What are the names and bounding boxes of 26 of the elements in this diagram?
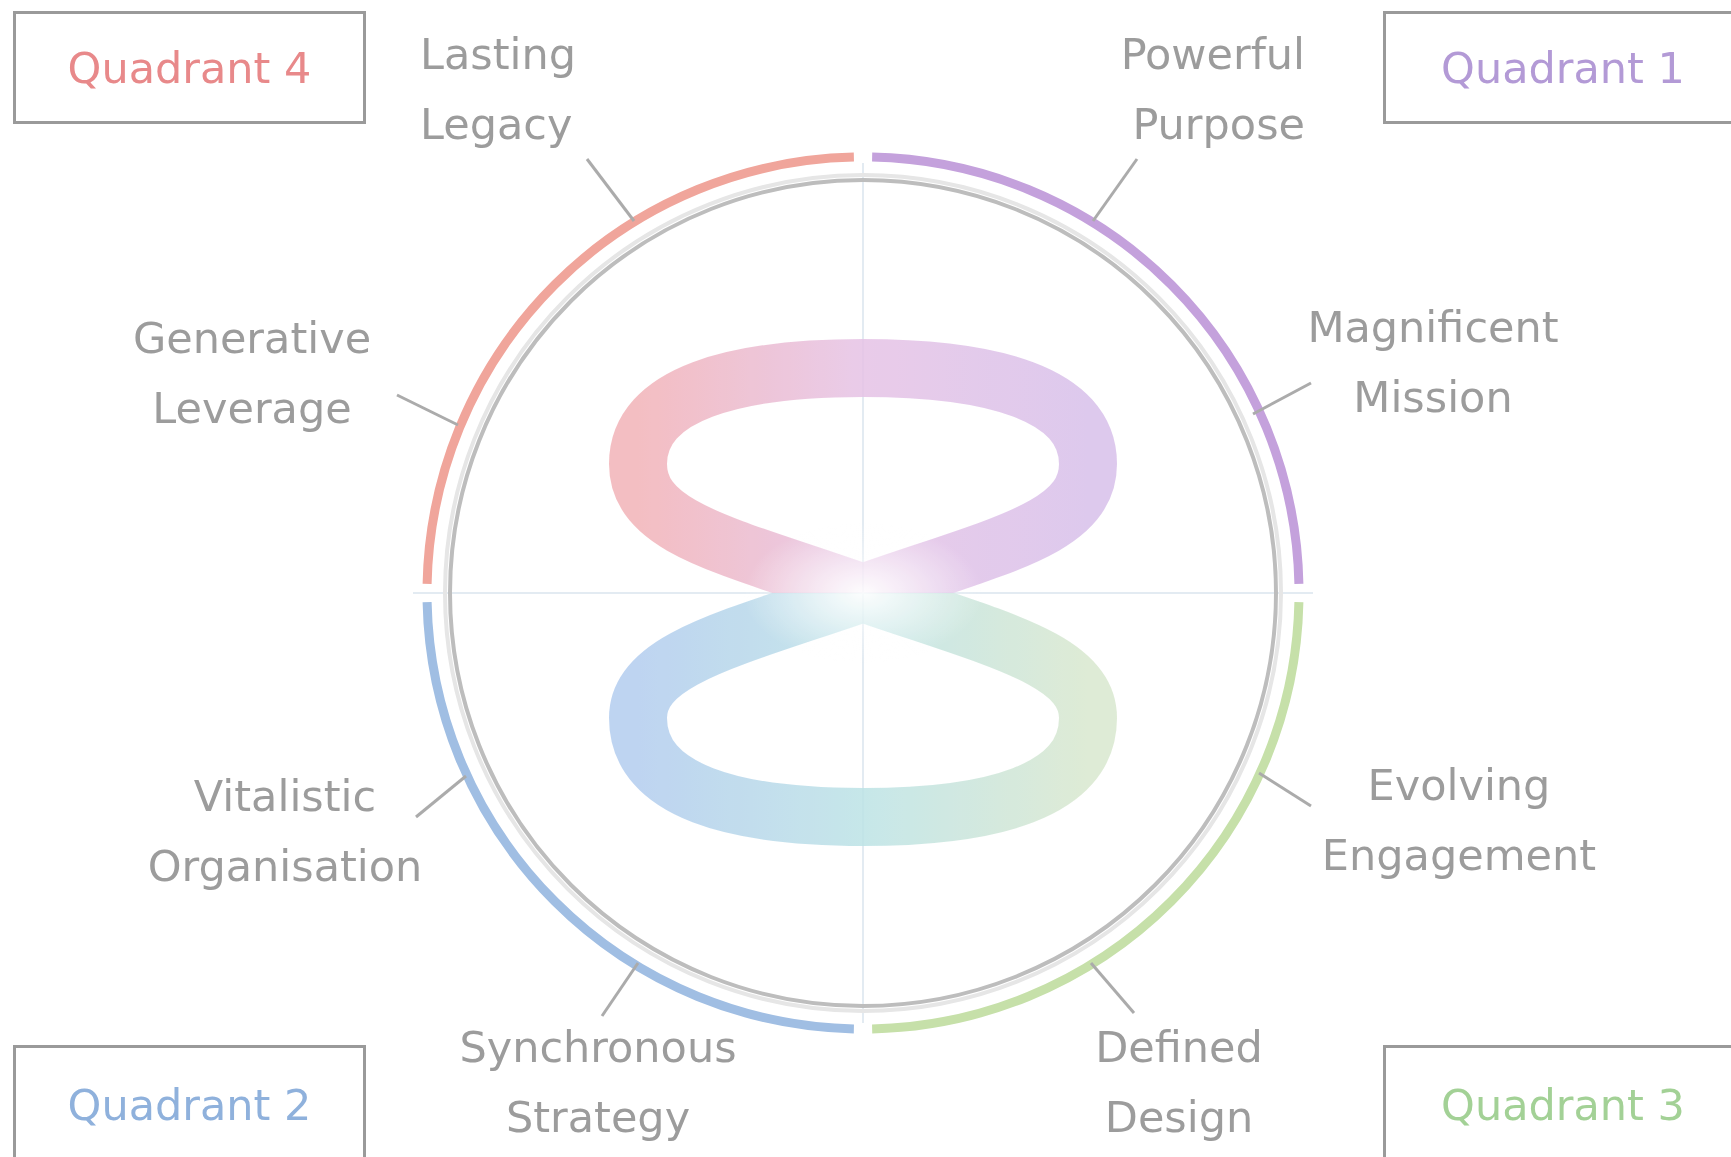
leader-line [1089,962,1136,1014]
leader-line [396,393,459,427]
attribute-label: Defined Design [1094,1021,1264,1144]
leader-line [415,774,467,819]
attribute-label: Evolving Engagement [1320,759,1598,882]
attribute-label: Generative Leverage [131,312,373,435]
quadrant-box [1383,11,1731,124]
leader-line [1252,381,1312,416]
attribute-label: Synchronous Strategy [458,1021,738,1144]
quadrant-arc [871,152,1304,585]
quadrant-box [13,11,366,124]
leader-line [1091,158,1139,222]
leader-line [600,962,640,1017]
quadrant-box [13,1045,366,1157]
quadrant-arc [422,152,855,585]
attribute-label: Vitalistic Organisation [146,770,424,893]
quadrant-box [1383,1045,1731,1157]
attribute-label: Powerful Purpose [1119,28,1305,151]
attribute-label: Lasting Legacy [420,28,578,151]
quadrant-title: Quadrant 3 [1441,1079,1685,1132]
quadrant-title: Quadrant 4 [67,41,312,95]
attribute-label: Magnificent Mission [1306,301,1560,424]
quadrant-title: Quadrant 1 [1441,41,1685,95]
leader-line [585,158,636,222]
leader-line [1258,771,1312,808]
quadrant-title: Quadrant 2 [67,1079,312,1132]
